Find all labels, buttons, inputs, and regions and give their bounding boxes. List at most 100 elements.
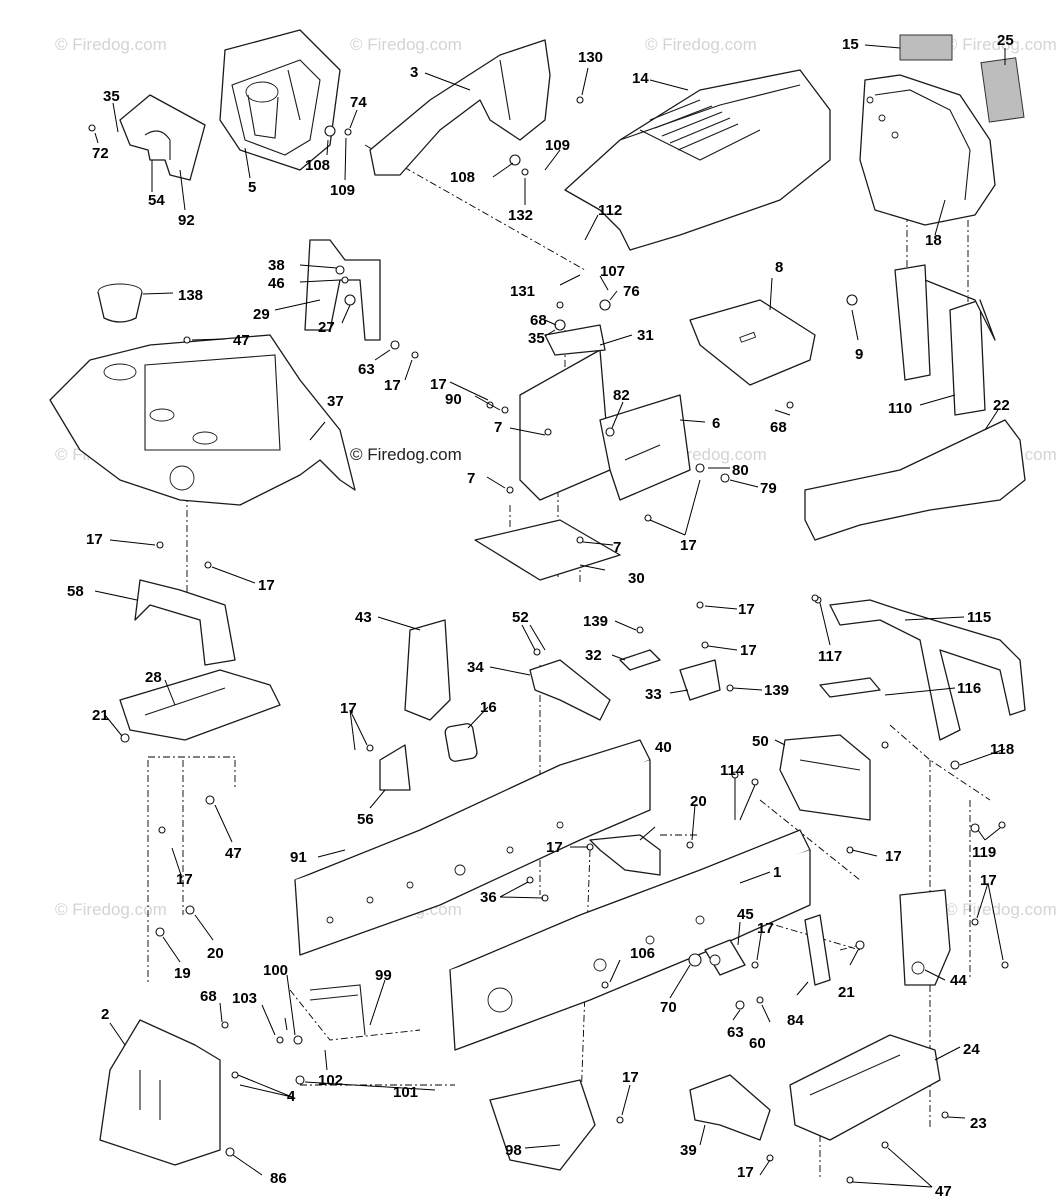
callout-labels: 35 72 54 92 5 74 108 109 3 130 14 108 10… [67,32,1014,1200]
callout-68b: 68 [770,419,787,436]
hardware [88,96,1009,1184]
callout-47b: 47 [225,845,242,862]
part-24-footrest [789,1034,941,1141]
callout-119: 119 [972,844,996,861]
callout-14: 14 [632,70,649,87]
part-22-bumper [804,419,1026,541]
callout-20: 20 [690,793,707,810]
callout-92: 92 [178,212,195,229]
callout-36: 36 [480,889,497,906]
callout-109: 109 [330,182,355,199]
part-110-brackets [894,264,996,416]
part-5-console [219,29,341,171]
leader-lines [94,44,1006,1188]
callout-34: 34 [467,659,484,676]
part-25-screen [980,57,1025,123]
callout-110: 110 [888,400,912,417]
callout-132: 132 [508,207,533,224]
callout-79: 79 [760,480,777,497]
callout-16: 16 [480,699,497,716]
part-92-panel [119,94,206,181]
watermark: © Firedog.com [55,900,167,919]
callout-3: 3 [410,64,418,81]
callout-86: 86 [270,1170,287,1187]
part-99-rod [309,984,366,1036]
callout-37: 37 [327,393,344,410]
callout-54: 54 [148,192,165,209]
bolt [88,96,1009,1184]
callout-76: 76 [623,283,640,300]
callout-18: 18 [925,232,942,249]
callout-17m: 17 [757,920,774,937]
callout-60: 60 [749,1035,766,1052]
callout-91: 91 [290,849,307,866]
callout-101: 101 [393,1084,418,1101]
callout-82: 82 [613,387,630,404]
part-37-fender [49,334,356,506]
part-115-handle [819,599,1026,741]
callout-130: 130 [578,49,603,66]
callout-103: 103 [232,990,257,1007]
part-32-bracket [619,649,661,671]
callout-31: 31 [637,327,654,344]
part-44-plate [899,889,951,986]
part-8-plate [689,299,816,386]
callout-58: 58 [67,583,84,600]
callout-32: 32 [585,647,602,664]
callout-56: 56 [357,811,374,828]
callout-109b: 109 [545,137,570,154]
part-56-bracket [379,744,411,791]
callout-98: 98 [505,1142,522,1159]
callout-2: 2 [101,1006,109,1023]
callout-8: 8 [775,259,783,276]
callout-7b: 7 [467,470,475,487]
part-40-bracket [589,834,661,876]
callout-47: 47 [233,332,250,349]
callout-5: 5 [248,179,256,196]
callout-39: 39 [680,1142,697,1159]
callout-68: 68 [530,312,547,329]
part-28-footrest [119,669,281,741]
callout-17d: 17 [86,531,103,548]
callout-17j: 17 [885,848,902,865]
callout-139b: 139 [764,682,789,699]
callout-17k: 17 [980,872,997,889]
callout-35b: 35 [528,330,545,347]
callout-33: 33 [645,686,662,703]
part-138-cup [97,283,143,323]
part-91-frame-rail [294,739,651,956]
callout-131: 131 [510,283,535,300]
callout-44: 44 [950,972,967,989]
callout-138: 138 [178,287,203,304]
callout-9: 9 [855,346,863,363]
part-45-hitch [704,939,746,976]
callout-15: 15 [842,36,859,53]
watermark-center: © Firedog.com [350,445,462,464]
callout-46: 46 [268,275,285,292]
callout-17l: 17 [176,871,193,888]
callout-139: 139 [583,613,608,630]
callout-17: 17 [384,377,401,394]
part-18-grille-housing [859,74,996,226]
watermark: © Firedog.com [350,35,462,54]
callout-50: 50 [752,733,769,750]
hood-vents [649,99,739,151]
callout-19: 19 [174,965,191,982]
callout-108: 108 [305,157,330,174]
callout-80: 80 [732,462,749,479]
part-6-support [474,324,691,581]
callout-27: 27 [318,319,335,336]
part-58-bracket [134,579,236,666]
part-2-plate [99,1019,221,1166]
callout-43: 43 [355,609,372,626]
callout-40: 40 [655,739,672,756]
part-16-grommet [444,723,478,762]
callout-21b: 21 [838,984,855,1001]
part-43-plate [404,619,451,721]
part-15-screen [899,34,953,61]
callout-1: 1 [773,864,781,881]
callout-63: 63 [358,361,375,378]
part-98-bracket [489,1079,596,1171]
callout-22: 22 [993,397,1010,414]
